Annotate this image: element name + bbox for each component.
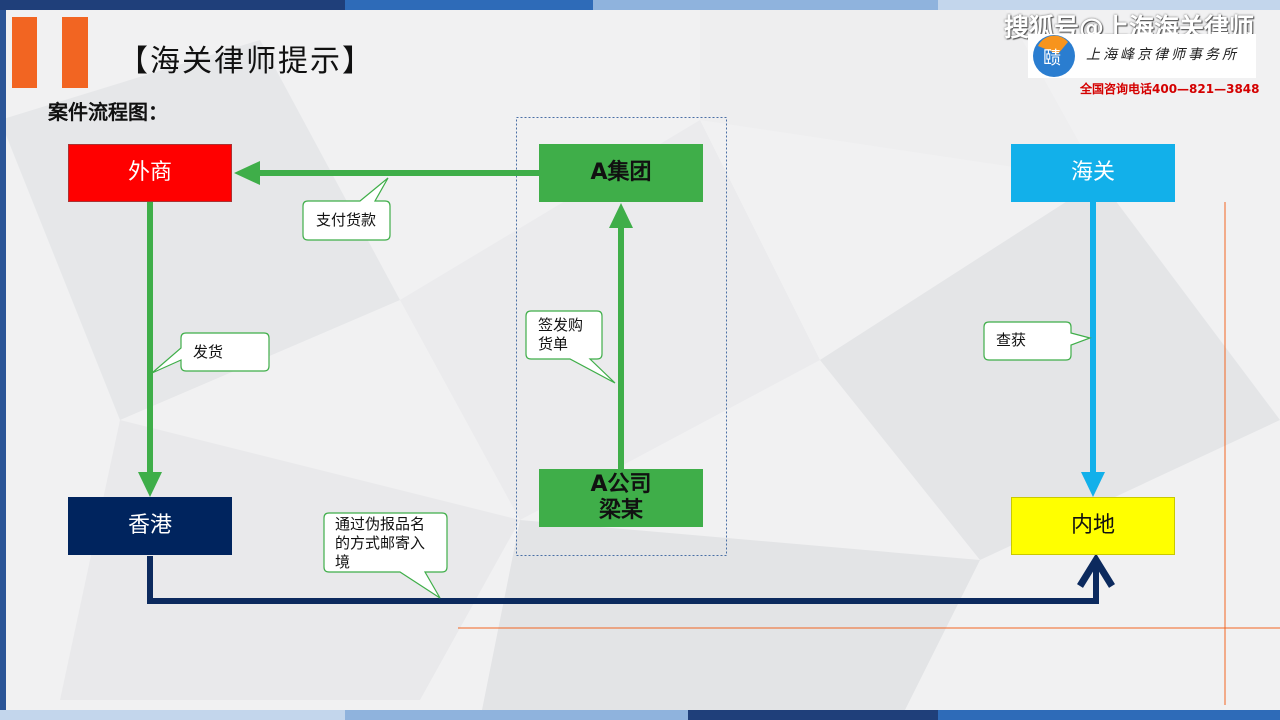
- diagram-subtitle: 案件流程图：: [48, 100, 168, 124]
- a-company-node: A公司 梁某: [539, 469, 703, 527]
- hongkong-label: 香港: [127, 513, 172, 538]
- foreign-merchant-label: 外商: [127, 160, 172, 185]
- group-boundary: [516, 117, 727, 556]
- firm-name: 上海峰京律师事务所: [1086, 47, 1239, 63]
- payment-callout: [302, 177, 391, 241]
- ship-callout-text: 发货: [193, 343, 224, 361]
- seized-callout: [983, 321, 1092, 361]
- customs-label: 海关: [1070, 160, 1115, 185]
- smuggle-callout-text-2: 的方式邮寄入: [335, 534, 426, 552]
- order-arrow: [609, 203, 633, 469]
- mainland-label: 内地: [1070, 513, 1115, 538]
- hongkong-node: 香港: [68, 497, 232, 555]
- payment-callout-text: 支付货款: [316, 211, 377, 229]
- order-callout-text-1: 签发购: [538, 316, 584, 334]
- customs-node: 海关: [1011, 144, 1175, 202]
- order-callout: [525, 310, 616, 384]
- foreign-merchant-node: 外商: [68, 144, 232, 202]
- seized-arrow: [1081, 202, 1105, 497]
- mainland-node: 内地: [1011, 497, 1175, 555]
- liang-label: 梁某: [598, 498, 643, 523]
- logo-char: 赜: [1043, 48, 1061, 69]
- smuggle-callout-text-3: 境: [335, 553, 351, 571]
- seized-callout-text: 查获: [996, 331, 1027, 349]
- a-group-node: A集团: [539, 144, 703, 202]
- a-group-label: A集团: [590, 160, 652, 185]
- consult-phone: 全国咨询电话400—821—3848: [1080, 82, 1260, 96]
- smuggle-callout-text-1: 通过伪报品名: [335, 515, 426, 533]
- payment-arrow: [234, 161, 539, 185]
- mail-arrow: [147, 553, 1115, 604]
- a-company-label: A公司: [590, 472, 652, 497]
- smuggle-callout: [323, 512, 448, 599]
- page-title: 【海关律师提示】: [118, 44, 374, 79]
- ship-arrow: [138, 202, 162, 497]
- order-callout-text-2: 货单: [538, 335, 569, 353]
- ship-callout: [151, 332, 270, 374]
- firm-logo: 赜: [1028, 34, 1256, 78]
